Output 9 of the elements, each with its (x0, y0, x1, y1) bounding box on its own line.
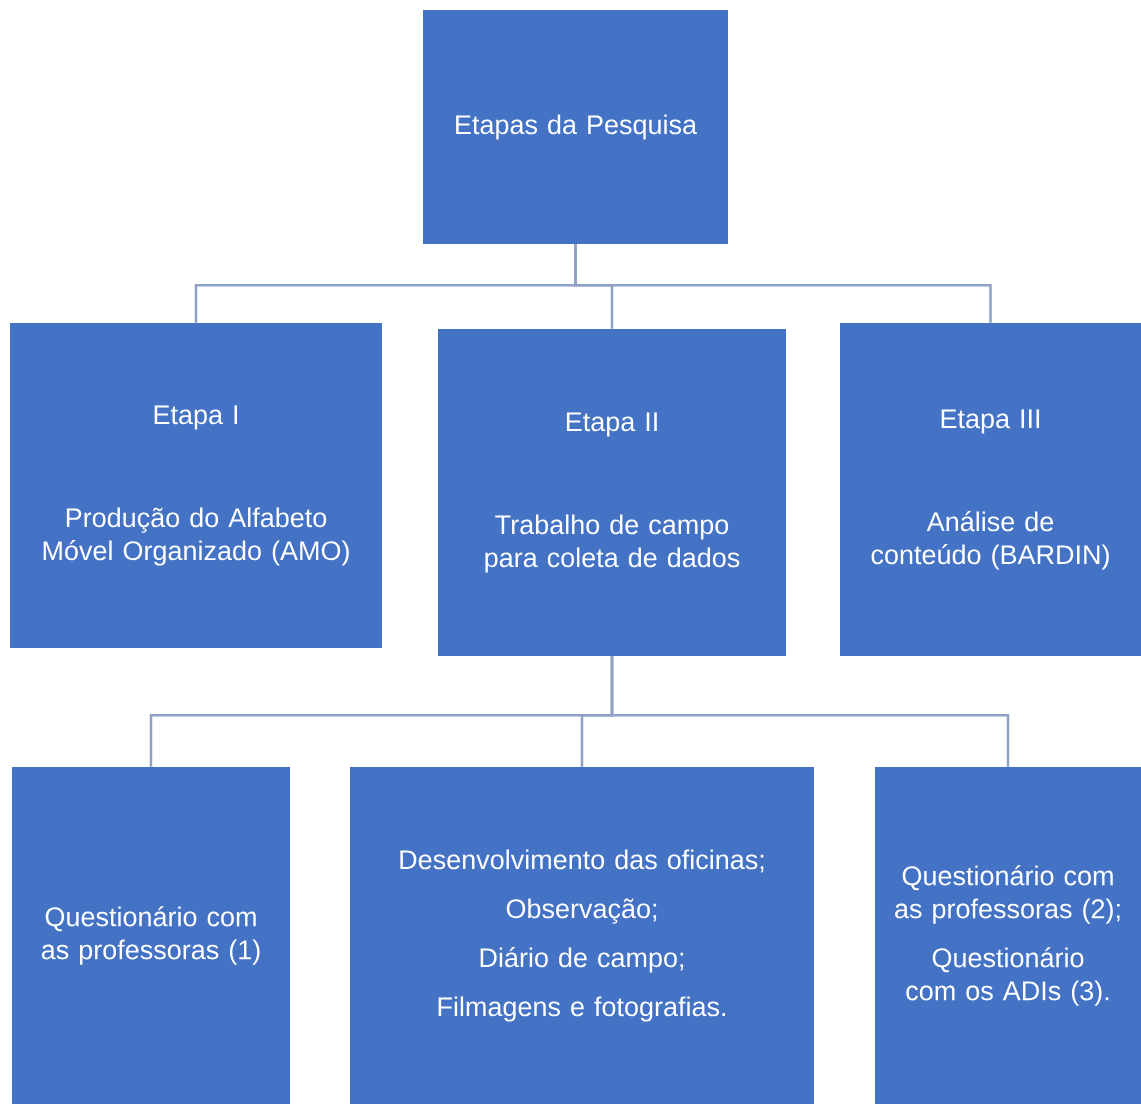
activity-box: Questionário com as professoras (2); Questionário com os ADIs (3). (875, 767, 1141, 1104)
title-box: Etapas da Pesquisa (423, 10, 728, 244)
connector (574, 244, 992, 323)
stage-box: Etapa II Trabalho de campo para coleta de dados (438, 329, 786, 656)
stage-box: Etapa III Análise de conteúdo (BARDIN) (840, 323, 1141, 656)
connector (610, 656, 1010, 767)
activity-box: Questionário com as professoras (1) (12, 767, 290, 1104)
stage-box: Etapa I Produção do Alfabeto Móvel Organizado (AMO) (10, 323, 382, 648)
activity-box: Desenvolvimento das oficinas; Observação; Diário de campo; Filmagens e fotografias. (350, 767, 814, 1104)
